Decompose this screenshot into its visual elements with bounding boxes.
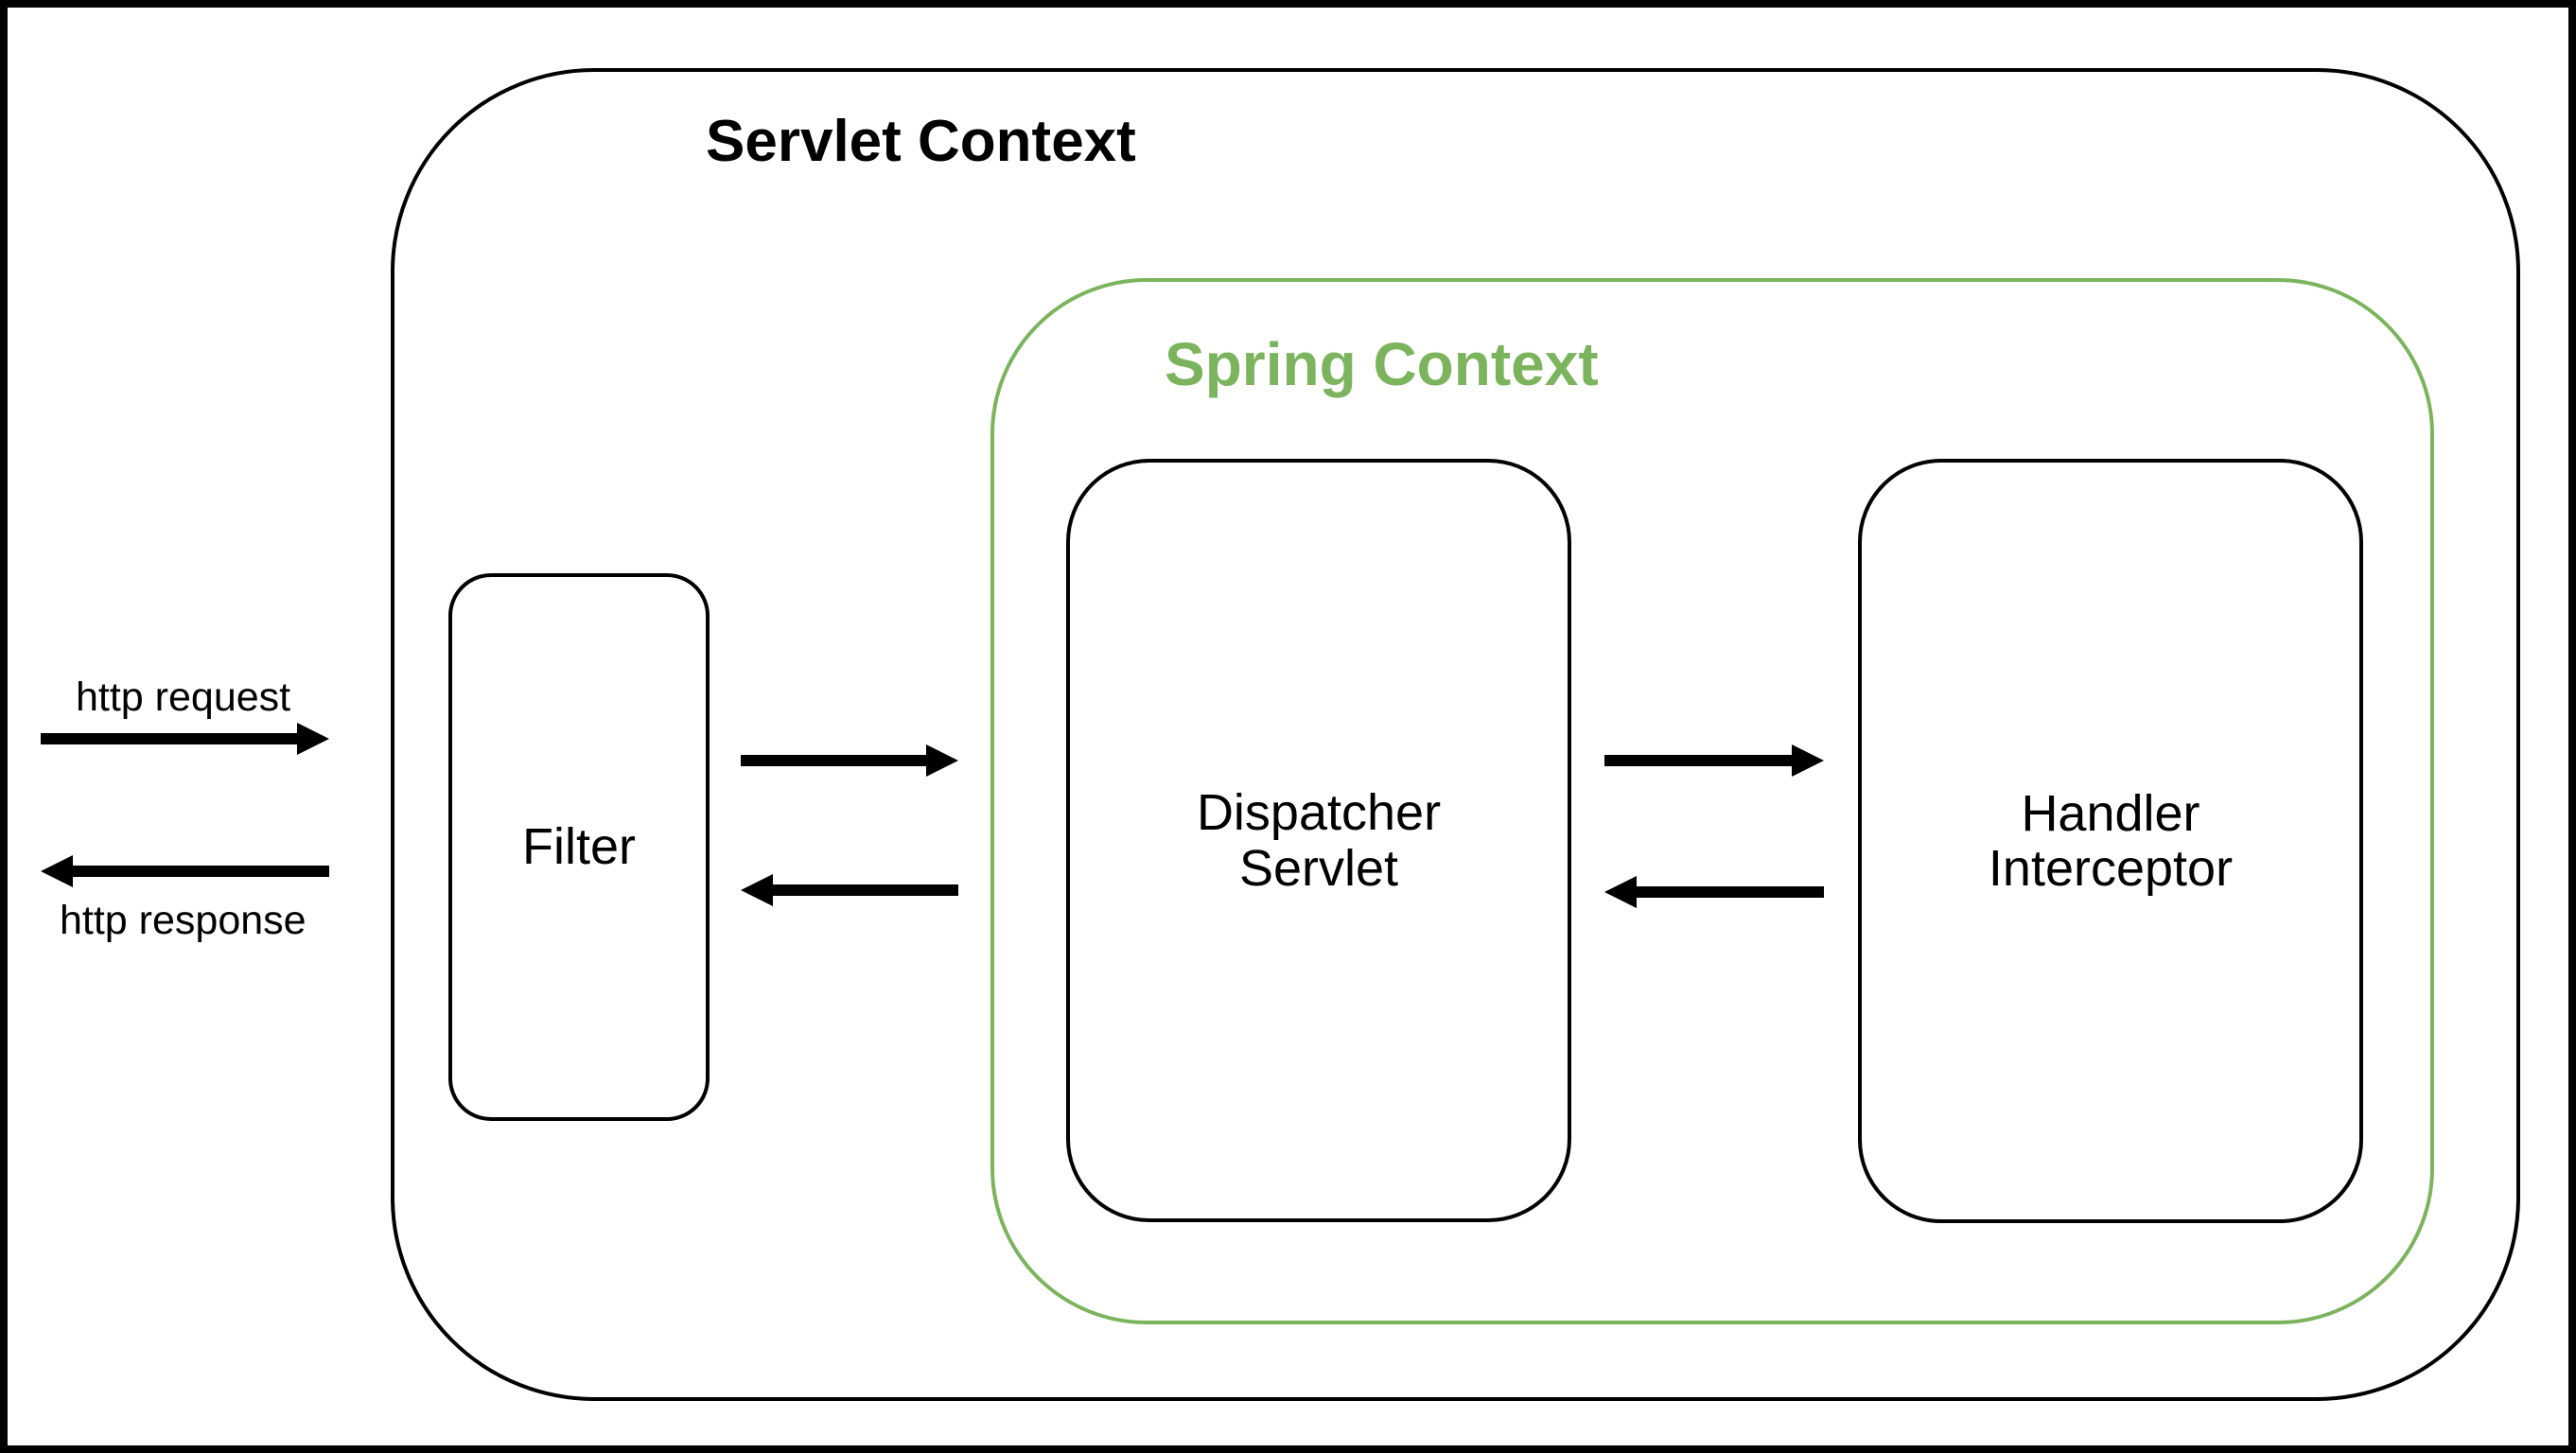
dispatcher-servlet-label-line2: Servlet	[1238, 839, 1399, 897]
spring-context-box	[990, 278, 2434, 1324]
http-request-label: http request	[76, 674, 291, 720]
spring-to-filter-arrow-icon	[741, 874, 958, 906]
http-response-arrow-icon	[41, 855, 329, 887]
http-request-arrow-icon	[41, 723, 329, 755]
spring-context-title: Spring Context	[1165, 330, 1599, 398]
handler-interceptor-label-line2: Interceptor	[1988, 840, 2234, 897]
handler-interceptor-label-line1: Handler	[2021, 784, 2200, 842]
http-response-label: http response	[60, 898, 307, 943]
dispatcher-servlet-node: Dispatcher Servlet	[1066, 459, 1571, 1222]
servlet-context-box	[391, 68, 2520, 1401]
handler-to-dispatcher-arrow-icon	[1604, 876, 1824, 908]
filter-node-label: Filter	[522, 818, 636, 876]
dispatcher-to-handler-arrow-icon	[1604, 744, 1824, 777]
filter-node: Filter	[448, 573, 710, 1121]
filter-to-spring-arrow-icon	[741, 744, 958, 777]
handler-interceptor-node: Handler Interceptor	[1858, 459, 2363, 1223]
dispatcher-servlet-label-line1: Dispatcher	[1196, 784, 1442, 842]
servlet-context-title: Servlet Context	[706, 109, 1136, 174]
